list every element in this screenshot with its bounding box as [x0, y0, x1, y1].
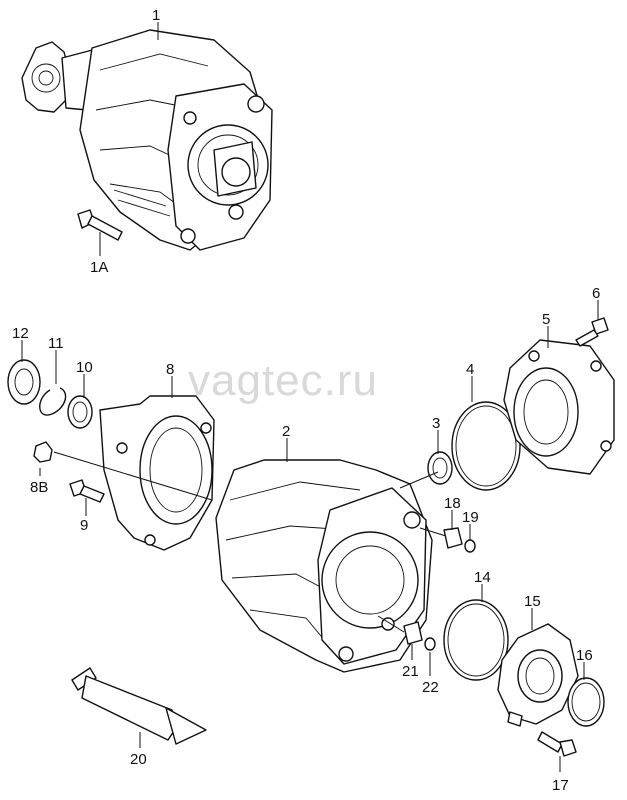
- watermark: vagtec.ru: [188, 356, 378, 405]
- callout-22: 22: [422, 679, 439, 696]
- part-3-needle-bearing: [427, 451, 453, 485]
- part-5-rear-cover: [503, 339, 615, 475]
- callout-6: 6: [592, 285, 600, 302]
- part-15-cover: [497, 623, 579, 727]
- part-9-bolt: [69, 479, 105, 503]
- part-8B-plug: [33, 441, 53, 463]
- callout-11: 11: [48, 335, 64, 352]
- callout-8: 8: [166, 361, 174, 378]
- part-1A-bolt: [77, 209, 123, 256]
- callout-4: 4: [466, 361, 474, 378]
- part-18-sleeve: [443, 527, 463, 549]
- callout-16: 16: [576, 647, 593, 664]
- callout-8B: 8B: [30, 479, 48, 496]
- callout-labels: 1 1A 2 3 4 5 6 8 8B 9 10 11 12 14 15 16 …: [12, 7, 600, 794]
- callout-1: 1: [152, 7, 160, 24]
- part-6-bolt: [575, 317, 609, 347]
- callout-1A: 1A: [90, 259, 108, 276]
- part-10-seal: [67, 395, 93, 429]
- part-2-housing: [215, 459, 433, 673]
- leader-lines: [21, 22, 599, 772]
- part-22-seal-ring: [424, 637, 436, 651]
- callout-14: 14: [474, 569, 491, 586]
- callout-17: 17: [552, 777, 569, 794]
- callout-21: 21: [402, 663, 419, 680]
- part-19-seal-ring: [464, 539, 476, 553]
- callout-12: 12: [12, 325, 29, 342]
- part-17-bolt: [537, 731, 577, 757]
- callout-5: 5: [542, 311, 550, 328]
- callout-9: 9: [80, 517, 88, 534]
- part-8-front-cover: [99, 395, 215, 551]
- part-16-o-ring: [567, 677, 605, 727]
- callout-20: 20: [130, 751, 147, 768]
- callout-18: 18: [444, 495, 461, 512]
- callout-3: 3: [432, 415, 440, 432]
- part-12-bearing: [7, 359, 41, 405]
- part-4-o-ring: [451, 401, 521, 491]
- callout-15: 15: [524, 593, 541, 610]
- part-14-o-ring: [443, 599, 509, 681]
- part-1-transfer-case-assembly: [21, 29, 273, 251]
- callout-19: 19: [462, 509, 479, 526]
- part-21-sleeve: [403, 621, 423, 645]
- callout-2: 2: [282, 423, 290, 440]
- part-20-sealant-tube: [71, 667, 207, 745]
- part-11-circlip: [39, 387, 67, 416]
- callout-10: 10: [76, 359, 93, 376]
